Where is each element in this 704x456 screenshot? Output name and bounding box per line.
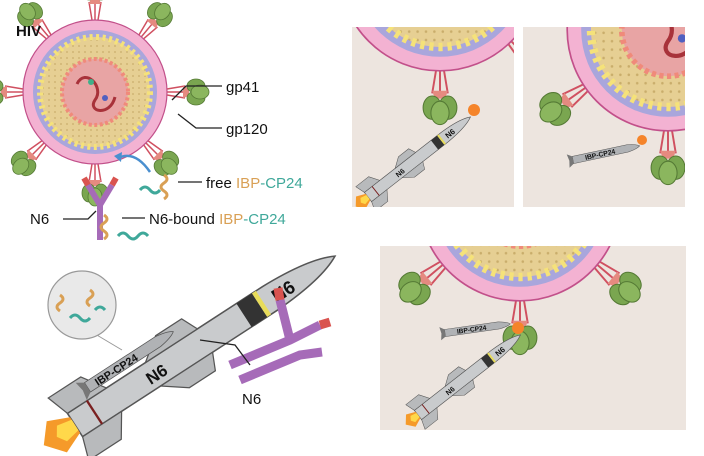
n6-antibody-bottom-label: N6 xyxy=(242,391,261,408)
n6-antibody-label: N6 xyxy=(30,211,49,228)
n6-bound-ibp-cp24-label: N6-bound IBP-CP24 xyxy=(149,211,286,228)
cp24-text: -CP24 xyxy=(243,211,286,228)
gp41-label: gp41 xyxy=(226,79,259,96)
panel3-ibp-label: IBP-CP24 xyxy=(457,325,488,336)
n6-antibody-small xyxy=(81,176,150,241)
n6-antibody-large xyxy=(228,287,332,385)
panel3-body-label: N6 xyxy=(444,385,456,397)
explosion-icon xyxy=(468,104,480,116)
cp24-text: -CP24 xyxy=(260,175,303,192)
free-prefix: free xyxy=(206,175,236,192)
panel-combined-attack: IBP-CP24 N6 N6 xyxy=(380,246,686,430)
explosion-icon xyxy=(637,135,647,145)
ibp-text: IBP xyxy=(219,211,243,228)
binding-arrowhead-icon xyxy=(114,152,122,162)
hiv-label: HIV xyxy=(16,23,41,40)
gp41-leader-line xyxy=(171,85,222,101)
panel-ibp-cp24-attack: IBP-CP24 xyxy=(523,27,685,207)
n6-bound-prefix: N6-bound xyxy=(149,211,219,228)
gp120-label: gp120 xyxy=(226,121,268,138)
zoom-inset-circle xyxy=(47,270,123,351)
free-ibp-cp24-label: free IBP-CP24 xyxy=(206,175,303,192)
explosion-icon xyxy=(512,322,524,334)
gp120-leader-line xyxy=(177,113,222,129)
panel1-body-label: N6 xyxy=(394,167,406,179)
n6-leader-line xyxy=(63,210,97,220)
ibp-text: IBP xyxy=(236,175,260,192)
free-ibp-cp24-peptide xyxy=(138,173,169,201)
main-n6-rocket: N6 N6 IBP-CP24 xyxy=(22,223,357,456)
panel-n6-attack: N6 N6 xyxy=(352,27,514,207)
n6-large-leader-line xyxy=(199,339,251,366)
